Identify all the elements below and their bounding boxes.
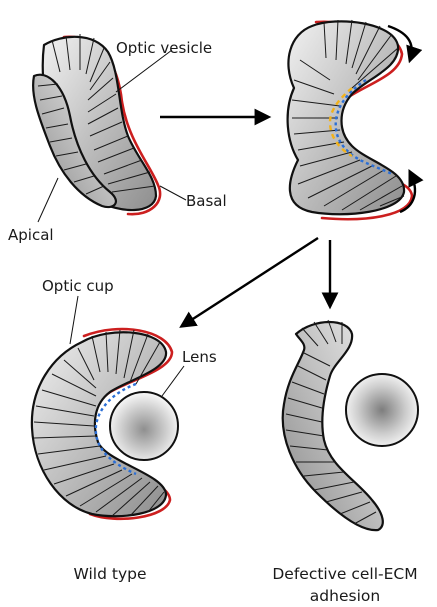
- optic-cup-leader: [70, 296, 78, 344]
- lens: [110, 392, 178, 460]
- basal-leader: [160, 186, 186, 200]
- optic-vesicle-label: Optic vesicle: [116, 39, 212, 57]
- lens-leader: [162, 366, 184, 396]
- defective-caption-line1: Defective cell-ECM: [272, 565, 417, 583]
- defective-lens: [346, 374, 418, 446]
- optic-cup-label: Optic cup: [42, 277, 114, 295]
- wild-type-caption: Wild type: [74, 565, 147, 583]
- apical-leader: [38, 178, 58, 222]
- basal-label: Basal: [186, 192, 227, 210]
- defective-caption-line2: adhesion: [310, 587, 380, 605]
- wild-type-stage: Optic cup Lens: [32, 277, 217, 519]
- branch-arrow-left: [182, 238, 318, 326]
- invagination-stage: [288, 20, 415, 219]
- optic-vesicle-stage: Optic vesicle Basal Apical: [8, 34, 227, 244]
- apical-label: Apical: [8, 226, 54, 244]
- defective-stage: [283, 320, 418, 530]
- lens-label: Lens: [182, 348, 217, 366]
